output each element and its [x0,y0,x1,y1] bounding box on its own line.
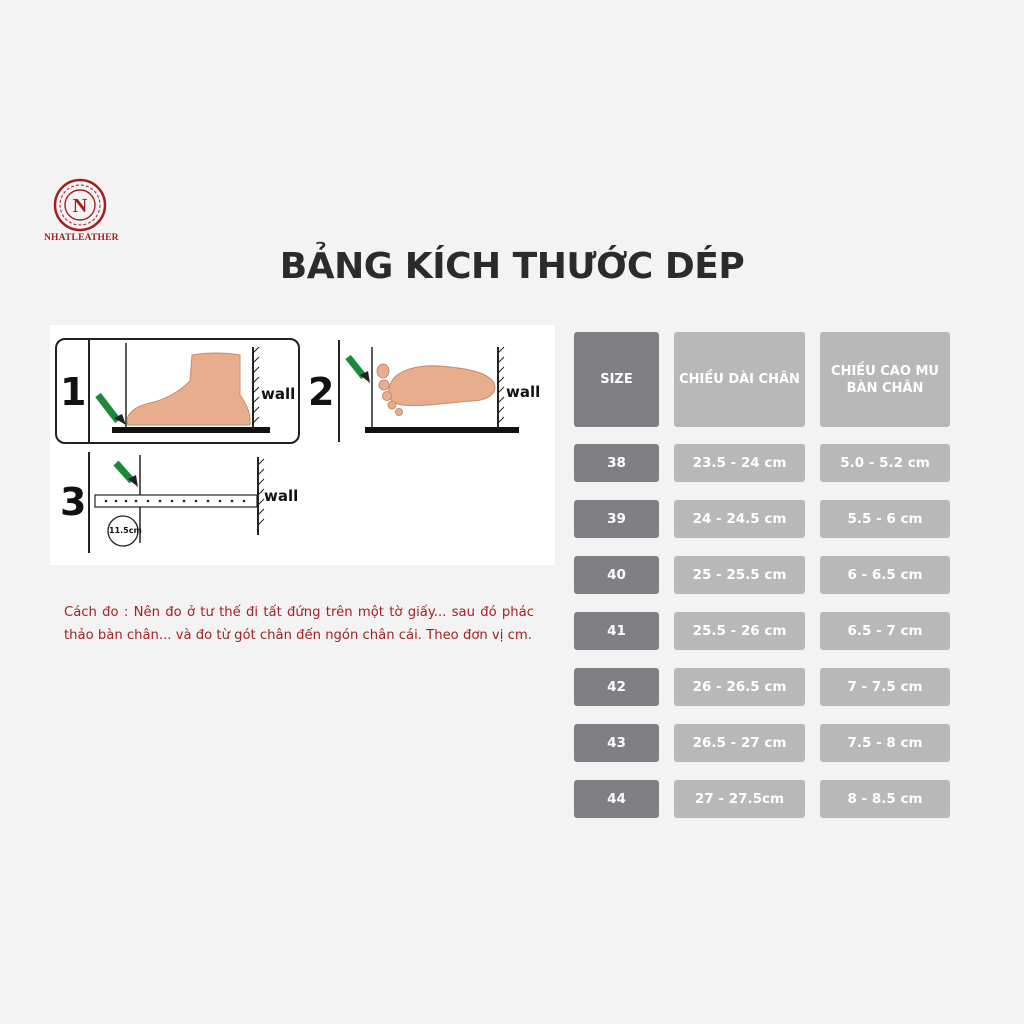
header-foot-length: CHIỀU DÀI CHÂN [674,332,805,427]
table-row-size: 42 [574,668,659,706]
brand-seal-icon: N [53,178,107,232]
table-row-size: 40 [574,556,659,594]
table-row-length: 25 - 25.5 cm [674,556,805,594]
table-row-length: 25.5 - 26 cm [674,612,805,650]
measurement-diagram: 1 [50,325,555,565]
pencil-icon-1 [95,392,126,425]
table-row-length: 23.5 - 24 cm [674,444,805,482]
brand-name: NHATLEATHER [44,233,119,243]
panel-3-wall-hatch [257,458,265,526]
foot-side-icon [126,352,251,426]
panel-1-floor [112,427,270,433]
table-row-instep: 6 - 6.5 cm [820,556,950,594]
panel-2-wall-hatch [497,346,505,424]
table-row-size: 43 [574,724,659,762]
table-row-instep: 6.5 - 7 cm [820,612,950,650]
table-row-length: 24 - 24.5 cm [674,500,805,538]
header-size: SIZE [574,332,659,427]
step-number-3: 3 [60,480,87,524]
header-instep-height: CHIỀU CAO MU BÀN CHÂN [820,332,950,427]
step-number-1: 1 [60,370,87,414]
table-row-instep: 7.5 - 8 cm [820,724,950,762]
table-row-instep: 5.0 - 5.2 cm [820,444,950,482]
table-row-length: 26.5 - 27 cm [674,724,805,762]
table-row-size: 44 [574,780,659,818]
wall-label-1: wall [261,385,296,403]
pencil-icon-2 [345,354,370,383]
brand-logo: N NHATLEATHER [44,178,119,248]
ruler-strip [94,494,258,508]
wall-label-2: wall [506,383,541,401]
logo-letter: N [73,195,88,217]
table-row-length: 26 - 26.5 cm [674,668,805,706]
table-row-size: 38 [574,444,659,482]
ruler-dots [104,499,246,503]
table-row-instep: 8 - 8.5 cm [820,780,950,818]
measure-label: 11.5cm [109,526,142,535]
page-title: BẢNG KÍCH THƯỚC DÉP [279,246,745,287]
table-row-size: 41 [574,612,659,650]
diagram-drawings [88,340,519,553]
wall-label-3: wall [264,487,299,505]
step-number-2: 2 [308,370,335,414]
table-row-size: 39 [574,500,659,538]
pencil-icon-3 [113,460,138,487]
panel-1-wall-hatch [252,346,260,424]
panel-2-floor [365,427,519,433]
measure-circle [107,515,139,547]
table-row-length: 27 - 27.5cm [674,780,805,818]
measuring-instructions: Cách đo : Nên đo ở tư thế đi tất đứng tr… [64,605,534,643]
table-row-instep: 5.5 - 6 cm [820,500,950,538]
foot-top-icon [376,363,496,416]
table-row-instep: 7 - 7.5 cm [820,668,950,706]
